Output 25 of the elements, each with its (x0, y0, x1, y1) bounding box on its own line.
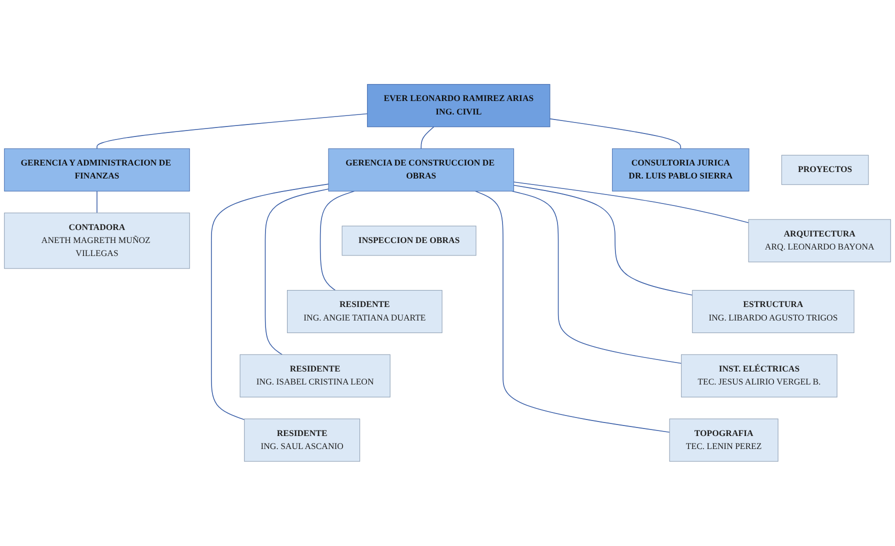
connector (550, 118, 682, 150)
node-box: INSPECCION DE OBRAS (342, 226, 476, 256)
node-box: GERENCIA Y ADMINISTRACION DE FINANZAS (4, 148, 190, 192)
connector (513, 184, 693, 296)
node-box: TOPOGRAFIA TEC. LENIN PEREZ (669, 418, 778, 462)
node-box: INST. ELÉCTRICAS TEC. JESUS ALIRIO VERGEL B. (681, 354, 838, 398)
node-box: ESTRUCTURA ING. LIBARDO AGUSTO TRIGOS (692, 290, 854, 334)
node-box: RESIDENTE ING. ISABEL CRISTINA LEON (240, 354, 390, 398)
node-box: PROYECTOS (781, 155, 869, 185)
node-box: RESIDENTE ING. ANGIE TATIANA DUARTE (287, 290, 442, 334)
node-box: CONSULTORIA JURICA DR. LUIS PABLO SIERRA (612, 148, 750, 192)
node-box: ARQUITECTURA ARQ. LEONARDO BAYONA (748, 219, 891, 262)
connector (420, 126, 434, 150)
connector (320, 190, 355, 291)
connector (513, 182, 749, 224)
node-box: GERENCIA DE CONSTRUCCION DE OBRAS (328, 148, 514, 192)
connector (210, 184, 329, 420)
connector (511, 190, 682, 364)
node-box: RESIDENTE ING. SAUL ASCANIO (244, 418, 360, 462)
connector (474, 190, 670, 433)
connector (96, 113, 368, 150)
connector (96, 190, 98, 214)
connector (264, 188, 329, 356)
node-box: EVER LEONARDO RAMIREZ ARIAS ING. CIVIL (367, 84, 550, 128)
node-box: CONTADORA ANETH MAGRETH MUÑOZ VILLEGAS (4, 212, 190, 269)
